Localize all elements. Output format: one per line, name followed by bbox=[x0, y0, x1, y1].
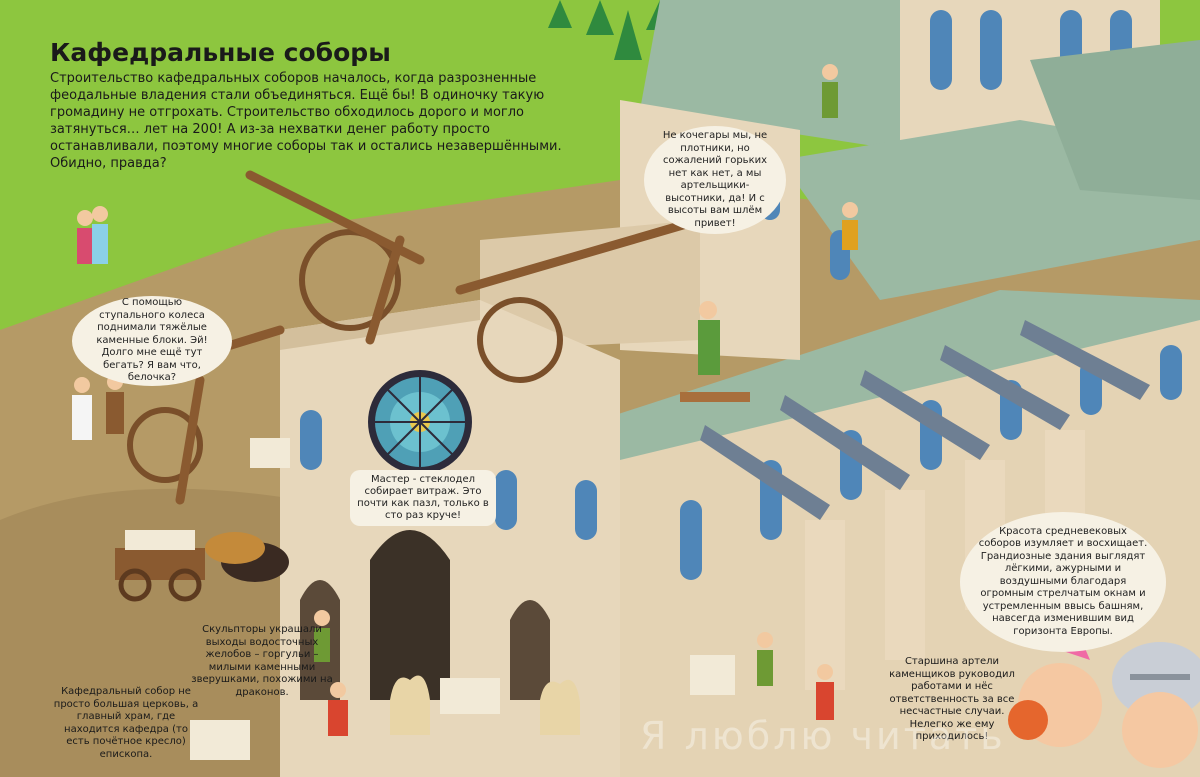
glass-bubble-text: Мастер - стеклодел собирает витраж. Это … bbox=[357, 474, 489, 521]
beauty-speech-bubble: Красота средневековых соборов изумляет и… bbox=[960, 512, 1166, 652]
ox-cart-icon bbox=[115, 530, 289, 602]
wheel-bubble-text: С помощью ступального колеса поднимали т… bbox=[96, 297, 208, 384]
hanging-platform bbox=[680, 392, 750, 402]
stone-blocks bbox=[190, 438, 735, 760]
foreman-caption: Старшина артели каменщиков руководил раб… bbox=[889, 656, 1015, 742]
cathedral-facade bbox=[280, 300, 620, 777]
roofers-speech-bubble: Не кочегары мы, не плотники, но сожалени… bbox=[644, 126, 786, 234]
rose-window-icon bbox=[368, 370, 472, 474]
glass-speech-bubble: Мастер - стеклодел собирает витраж. Это … bbox=[350, 470, 496, 526]
wheel-speech-bubble: С помощью ступального колеса поднимали т… bbox=[72, 296, 232, 386]
watermark: Я люблю читать bbox=[640, 714, 1006, 758]
cathedral-caption: Кафедральный собор не просто большая цер… bbox=[53, 686, 199, 760]
intro-text: Строительство кафедральных соборов начал… bbox=[50, 71, 562, 171]
sculptors-caption: Скульпторы украшали выходы водосточных ж… bbox=[191, 624, 333, 698]
page-title: Кафедральные соборы bbox=[50, 38, 391, 67]
roofers-bubble-text: Не кочегары мы, не плотники, но сожалени… bbox=[662, 130, 768, 229]
characters bbox=[72, 64, 858, 736]
gargoyle-icon bbox=[390, 675, 580, 735]
beauty-bubble-text: Красота средневековых соборов изумляет и… bbox=[978, 525, 1148, 637]
treadwheel-icon bbox=[127, 229, 563, 483]
knight-helmet-icon bbox=[1112, 642, 1200, 768]
